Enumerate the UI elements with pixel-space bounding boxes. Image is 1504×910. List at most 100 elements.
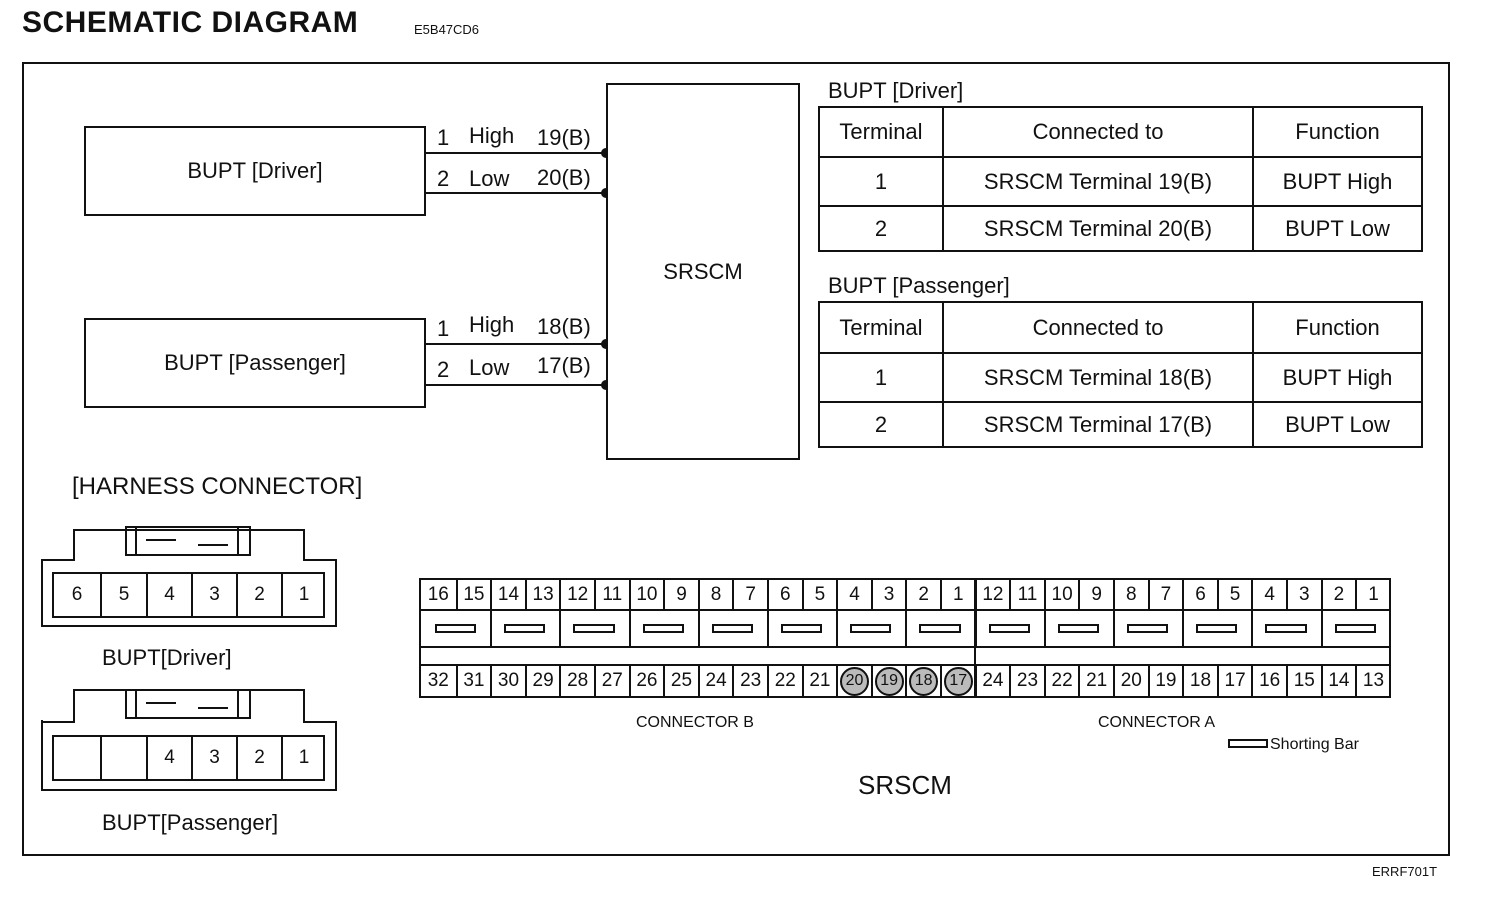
srscm-pin-cell: 27 [594, 666, 629, 696]
srscm-pin-number: 9 [676, 583, 687, 605]
srscm-pin-cell: 2 [1320, 580, 1356, 609]
srscm-pin-cell: 15 [455, 580, 491, 609]
srscm-pin-number: 17 [1224, 670, 1246, 691]
page-title: SCHEMATIC DIAGRAM [22, 6, 359, 39]
table-cell: BUPT High [1252, 156, 1423, 207]
srscm-pin-cell: 28 [559, 666, 594, 696]
table-row: 2 SRSCM Terminal 17(B) BUPT Low [818, 401, 1423, 448]
passenger-table-title: BUPT [Passenger] [828, 273, 1010, 298]
bupt-driver-connector-label: BUPT[Driver] [102, 645, 232, 670]
srscm-pin-number: 29 [532, 670, 554, 691]
shorting-bar [1265, 624, 1307, 633]
srscm-pin-number: 3 [883, 583, 895, 605]
srscm-module-label: SRSCM [663, 258, 743, 284]
shorting-bar-separator [1182, 611, 1185, 646]
shorting-bar-separator [1320, 611, 1323, 646]
srscm-pin-cell: 5 [801, 580, 837, 609]
srscm-pin-cell: 9 [1078, 580, 1113, 609]
wire-pin-label: 2 [437, 357, 450, 382]
srscm-pin-number: 1 [953, 583, 964, 605]
srscm-pin-number: 14 [1328, 670, 1350, 691]
shorting-bar-separator [1251, 611, 1254, 646]
table-header-cell: Function [1252, 106, 1423, 158]
connector-b-label: CONNECTOR B [636, 714, 754, 731]
driver-terminal-table: Terminal Connected to Function 1 SRSCM T… [818, 106, 1423, 252]
srscm-pin-cell: 8 [697, 580, 733, 609]
srscm-pin-number: 13 [532, 583, 554, 605]
srscm-pin-number: 26 [636, 670, 658, 691]
srscm-pin-number: 15 [463, 583, 485, 605]
shorting-bar [1127, 624, 1169, 633]
wire-terminal-label: 17(B) [537, 353, 591, 378]
srscm-pin-cell: 24 [697, 666, 733, 696]
srscm-pin-cell: 32 [421, 666, 456, 696]
table-cell: 2 [818, 401, 944, 448]
bupt-passenger-box: BUPT [Passenger] [84, 318, 426, 408]
srscm-pin-number: 25 [670, 670, 693, 691]
shorting-bar-separator [490, 611, 493, 646]
connector-a-label: CONNECTOR A [1098, 714, 1216, 731]
driver-table-title: BUPT [Driver] [828, 78, 964, 103]
srscm-pin-cell: 4 [1251, 580, 1286, 609]
srscm-pin-number: 1 [1368, 583, 1379, 605]
table-header-cell: Connected to [942, 301, 1254, 354]
wire-pin-label: 1 [437, 125, 450, 150]
srscm-pin-cell: 9 [663, 580, 698, 609]
table-row: 1 SRSCM Terminal 19(B) BUPT High [818, 156, 1423, 207]
srscm-pin-number: 8 [710, 583, 722, 605]
srscm-pin-cell: 13 [524, 580, 560, 609]
table-row: 2 SRSCM Terminal 20(B) BUPT Low [818, 205, 1423, 252]
table-cell: BUPT High [1252, 352, 1423, 403]
pin-cell: 4 [146, 737, 191, 779]
table-header-cell: Terminal [818, 106, 944, 158]
shorting-bar [988, 624, 1030, 633]
table-cell: BUPT Low [1252, 401, 1423, 448]
table-cell: 1 [818, 156, 944, 207]
bupt-passenger-connector-label: BUPT[Passenger] [102, 810, 279, 835]
pin-cell-empty [54, 737, 100, 779]
srscm-pin-number: 21 [1086, 670, 1108, 691]
pin-cell: 5 [100, 574, 146, 616]
srscm-pin-number: 5 [1229, 583, 1241, 605]
srscm-pin-cell: 7 [1147, 580, 1183, 609]
diagram-frame [22, 62, 1450, 856]
srscm-pin-number: 24 [982, 670, 1004, 691]
srscm-pin-cell: 8 [1113, 580, 1148, 609]
srscm-pin-cell: 18 [905, 666, 940, 696]
srscm-pin-number: 2 [1333, 583, 1345, 605]
srscm-pin-cell: 2 [905, 580, 940, 609]
wire-signal-label: High [469, 312, 515, 337]
srscm-module-box: SRSCM [606, 83, 800, 460]
shorting-bar [1334, 624, 1376, 633]
srscm-pin-number: 4 [1264, 583, 1275, 605]
shorting-bar-separator [1043, 611, 1046, 646]
shorting-bar [1057, 624, 1099, 633]
srscm-pin-number: 11 [602, 583, 623, 605]
srscm-pin-cell: 19 [870, 666, 906, 696]
shorting-bar [711, 624, 753, 633]
srscm-pin-cell: 11 [594, 580, 629, 609]
srscm-pin-number: 12 [982, 583, 1004, 605]
srscm-pin-cell: 22 [1043, 666, 1079, 696]
pin-cell: 6 [71, 584, 83, 605]
srscm-pin-number: 18 [1189, 670, 1212, 691]
table-header-cell: Function [1252, 301, 1423, 354]
srscm-pin-number: 16 [1259, 670, 1281, 691]
srscm-connector-title: SRSCM [858, 770, 952, 800]
wire-signal-label: Low [469, 355, 510, 380]
srscm-pin-cell: 29 [524, 666, 560, 696]
shorting-bar-icon [1228, 739, 1268, 748]
passenger-terminal-table: Terminal Connected to Function 1 SRSCM T… [818, 301, 1423, 448]
srscm-pin-number: 30 [497, 670, 520, 691]
table-header-cell: Connected to [942, 106, 1254, 158]
shorting-bar-legend: Shorting Bar [1270, 736, 1359, 753]
srscm-pin-cell: 20 [1113, 666, 1148, 696]
srscm-pin-cell: 14 [1320, 666, 1356, 696]
srscm-pin-number: 7 [1160, 583, 1172, 605]
srscm-pin-number: 16 [427, 583, 449, 605]
srscm-pin-cell: 17 [1216, 666, 1252, 696]
bupt-driver-box: BUPT [Driver] [84, 126, 426, 216]
shorting-bar [504, 624, 546, 633]
srscm-pin-number: 14 [497, 583, 520, 605]
